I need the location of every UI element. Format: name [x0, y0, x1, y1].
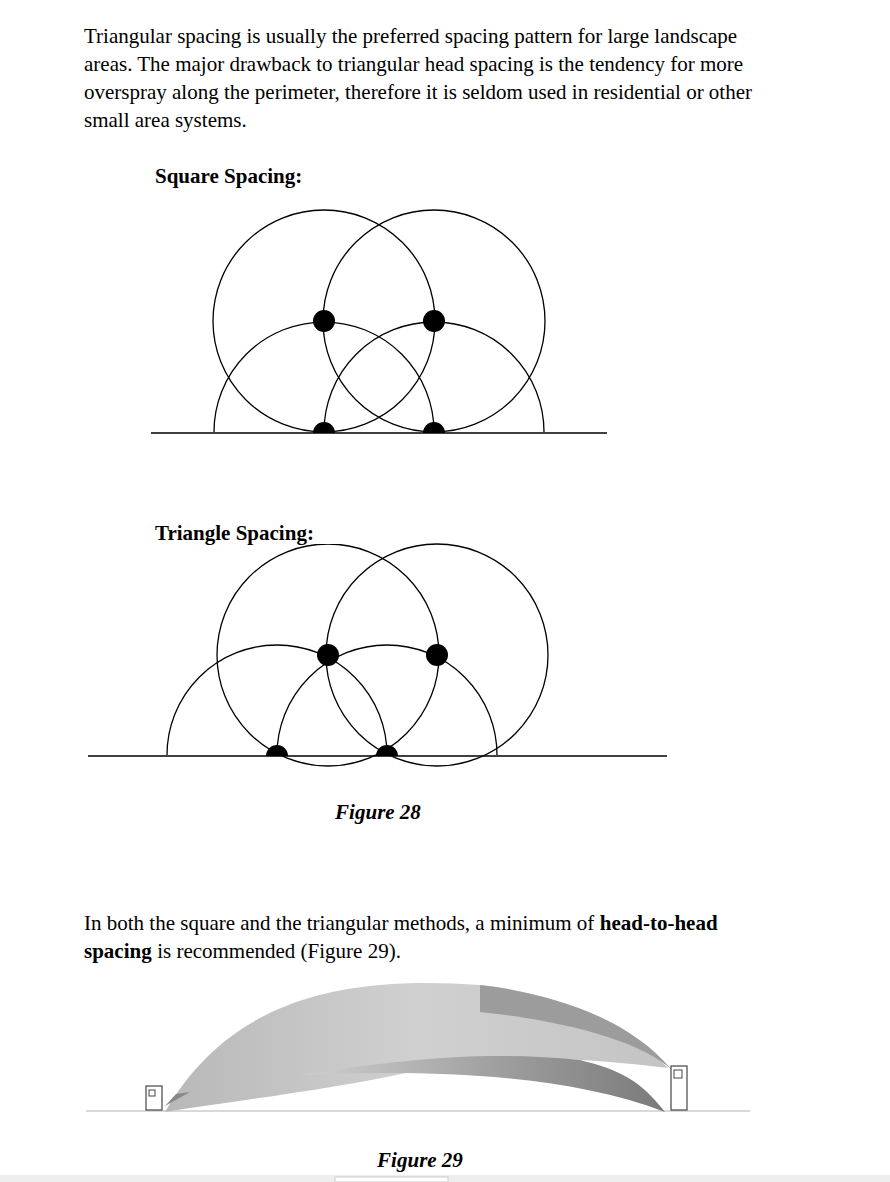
figure-caption: Figure 28 — [278, 798, 478, 826]
figure-caption: Figure 29 — [320, 1146, 520, 1174]
figure-heading: Square Spacing: — [155, 162, 302, 190]
figure-heading: Triangle Spacing: — [155, 519, 314, 547]
square-spacing-figure — [151, 210, 607, 433]
sprinkler-head-dots — [266, 644, 448, 756]
sprinkler-head-dots — [313, 310, 445, 433]
body-paragraph: Triangular spacing is usually the prefer… — [84, 22, 784, 134]
bottom-bar — [0, 1175, 890, 1182]
triangle-spacing-figure — [88, 544, 667, 766]
text-run: is recommended (Figure 29). — [157, 939, 401, 963]
body-paragraph: In both the square and the triangular me… — [84, 909, 784, 965]
head-to-head-figure — [86, 983, 750, 1112]
bottom-tab — [335, 1177, 448, 1182]
text-run: In both the square and the triangular me… — [84, 911, 594, 935]
